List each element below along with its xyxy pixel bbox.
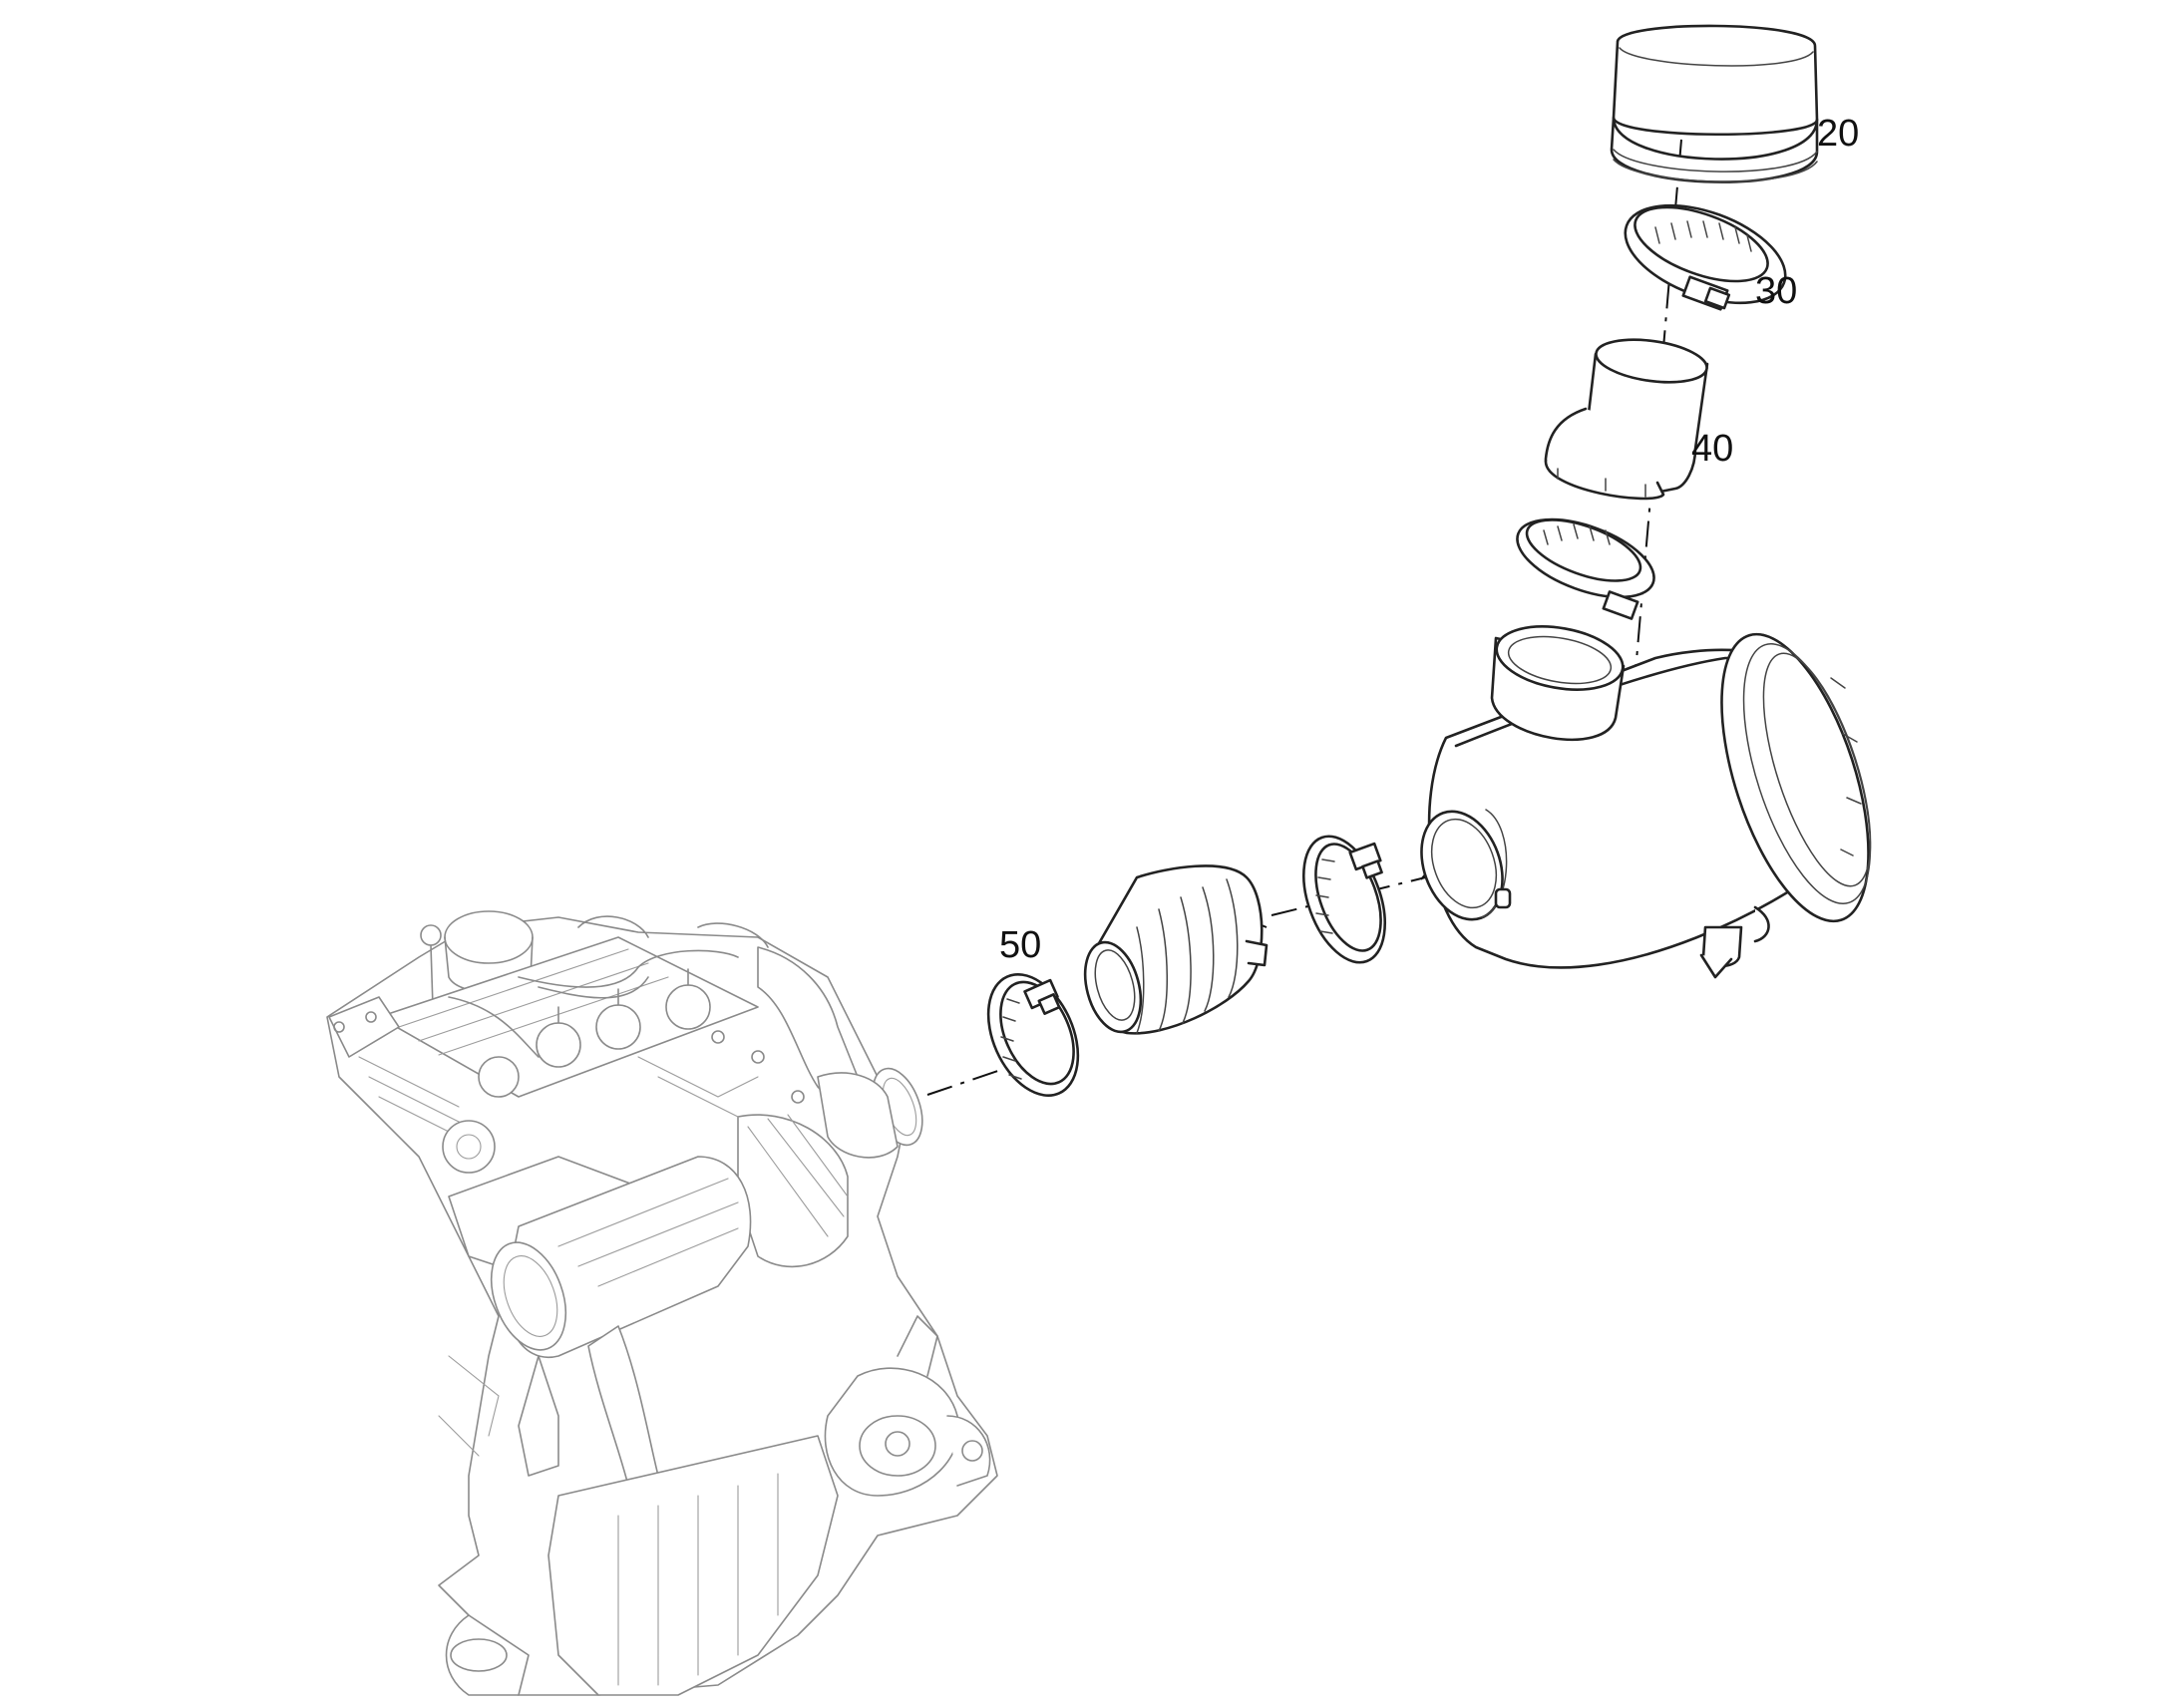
- engine-block-illustration: [326, 910, 998, 1696]
- part-20-cap: [1610, 24, 1819, 183]
- callout-30: 30: [1755, 270, 1797, 312]
- part-30-hose-clamp: [1624, 203, 1787, 311]
- callout-20: 20: [1817, 113, 1859, 155]
- callout-40: 40: [1691, 428, 1733, 470]
- inlet-hose-clamp: [1516, 517, 1655, 620]
- part-50-hose-clamp: [986, 973, 1080, 1097]
- callout-50: 50: [999, 924, 1041, 966]
- bellows-hose-clamp: [1302, 835, 1386, 964]
- bellows-hose: [1083, 864, 1269, 1035]
- air-filter-housing: [1420, 625, 1872, 979]
- part-40-adapter-sleeve: [1544, 338, 1709, 501]
